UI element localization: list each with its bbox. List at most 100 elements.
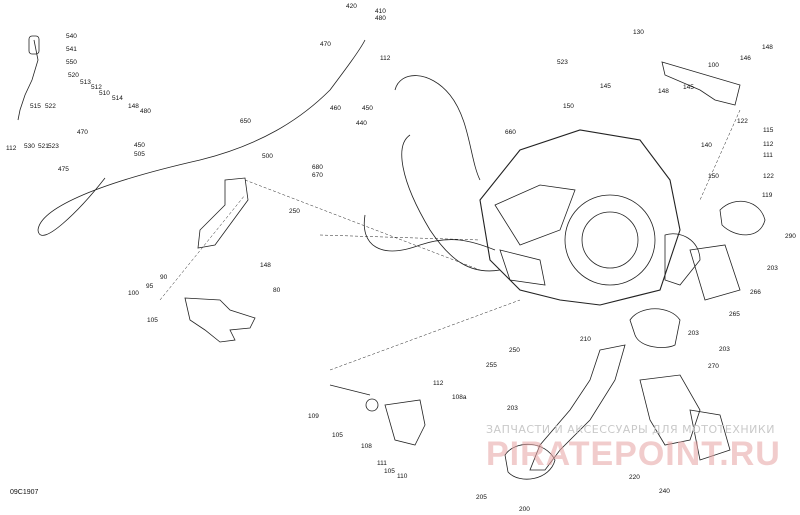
duct-220 <box>639 374 701 446</box>
callout: 111 <box>763 152 773 159</box>
callout: 680 <box>312 164 323 171</box>
callout: 119 <box>762 192 773 199</box>
callout: 440 <box>356 120 367 127</box>
leader-lines <box>159 109 741 371</box>
callout: 108a <box>452 394 467 401</box>
engine-detail-2 <box>499 249 546 286</box>
callout: 105 <box>147 317 158 324</box>
callout: 450 <box>134 142 145 149</box>
callout: 203 <box>507 405 518 412</box>
duct-240 <box>689 409 731 461</box>
engine-cover-inner <box>581 211 639 269</box>
bracket-108 <box>384 399 426 446</box>
watermark: ЗАПЧАСТИ И АКСЕССУАРЫ ДЛЯ МОТОТЕХНИКИ PI… <box>486 423 781 473</box>
callout: 210 <box>580 336 591 343</box>
callout: 660 <box>505 129 516 136</box>
callout: 203 <box>767 265 778 272</box>
callout: 250 <box>289 208 300 215</box>
harness-250 <box>363 214 496 252</box>
callout: 115 <box>763 127 774 134</box>
callout: 541 <box>66 46 77 53</box>
callout: 475 <box>58 166 69 173</box>
callout: 200 <box>519 506 530 513</box>
callout: 100 <box>708 62 719 69</box>
callout: 100 <box>128 290 139 297</box>
grommet-105 <box>365 398 379 412</box>
callout: 150 <box>563 103 574 110</box>
cable-650 <box>37 39 366 236</box>
callout: 148 <box>128 103 139 110</box>
callout: 460 <box>330 105 341 112</box>
callout: 522 <box>45 103 56 110</box>
callout: 109 <box>308 413 319 420</box>
callout: 112 <box>380 55 391 62</box>
callout: 130 <box>633 29 644 36</box>
bracket-500 <box>197 177 249 249</box>
callout: 146 <box>740 55 751 62</box>
callout: 420 <box>346 3 357 10</box>
callout: 122 <box>737 118 748 125</box>
duct-203 <box>664 233 701 286</box>
pedal-bracket-80 <box>184 297 256 343</box>
callout: 470 <box>77 129 88 136</box>
callout: 670 <box>312 172 323 179</box>
callout: 105 <box>384 468 395 475</box>
watermark-tagline: ЗАПЧАСТИ И АКСЕССУАРЫ ДЛЯ МОТОТЕХНИКИ <box>486 423 775 436</box>
cable-660 <box>401 134 501 272</box>
callout: 514 <box>112 95 123 102</box>
callout: 105 <box>332 432 343 439</box>
callout: 540 <box>66 33 77 40</box>
callout: 205 <box>476 494 487 501</box>
callout: 480 <box>140 108 151 115</box>
callout: 80 <box>273 287 281 294</box>
callout: 250 <box>509 347 520 354</box>
callout: 255 <box>486 362 497 369</box>
callout: 530 <box>24 143 35 150</box>
bolt-109 <box>329 384 371 396</box>
callout: 470 <box>320 41 331 48</box>
callout: 112 <box>763 141 774 148</box>
callout: 290 <box>785 233 796 240</box>
callout: 510 <box>99 90 110 97</box>
watermark-brand: PIRATEPOINT.RU <box>486 435 781 473</box>
callout: 410 <box>375 8 386 15</box>
callout: 521 <box>38 143 49 150</box>
callout: 148 <box>658 88 669 95</box>
callout: 265 <box>729 311 740 318</box>
callout: 112 <box>6 145 17 152</box>
callout-labels: 540 541 550 520 513 512 510 514 522 515 … <box>6 3 796 513</box>
callout: 480 <box>375 15 386 22</box>
callout: 523 <box>557 59 568 66</box>
shift-lever <box>17 39 39 121</box>
callout: 150 <box>708 173 719 180</box>
callout: 450 <box>362 105 373 112</box>
callout: 520 <box>68 72 79 79</box>
shift-knob <box>28 35 40 55</box>
callout: 515 <box>30 103 41 110</box>
diagram-code: 09C1907 <box>10 489 39 496</box>
callout: 145 <box>683 84 694 91</box>
callout: 270 <box>708 363 719 370</box>
callout: 140 <box>701 142 712 149</box>
callout: 90 <box>160 274 168 281</box>
callout: 148 <box>762 44 773 51</box>
callout: 203 <box>688 330 699 337</box>
callout: 240 <box>659 488 670 495</box>
callout: 266 <box>750 289 761 296</box>
callout: 523 <box>48 143 59 150</box>
callout: 203 <box>719 346 730 353</box>
engine-cover <box>564 194 656 286</box>
line-art <box>17 35 766 480</box>
callout: 512 <box>91 84 102 91</box>
cable-460 <box>394 75 481 181</box>
callout: 148 <box>260 262 271 269</box>
callout: 95 <box>146 283 154 290</box>
callout: 108 <box>361 443 372 450</box>
callout: 220 <box>629 474 640 481</box>
callout: 110 <box>397 473 408 480</box>
callout: 145 <box>600 83 611 90</box>
callout: 505 <box>134 151 145 158</box>
duct-266 <box>689 244 741 301</box>
callout: 111 <box>377 460 387 467</box>
